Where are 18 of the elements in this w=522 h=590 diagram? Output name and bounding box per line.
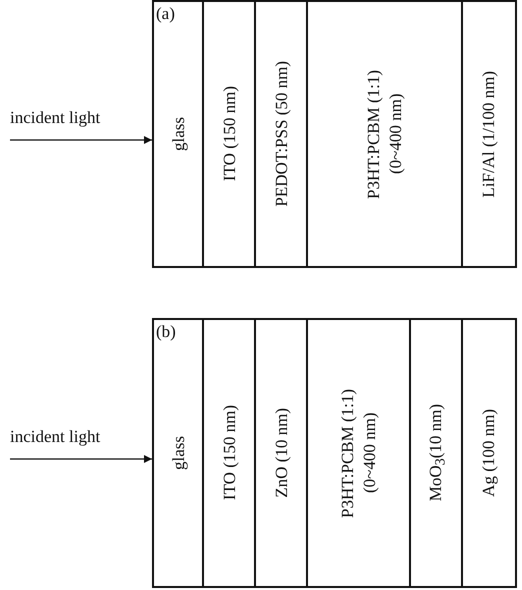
layer-label: ITO (150 nm) bbox=[218, 405, 240, 501]
layer-box bbox=[461, 318, 517, 588]
layer-label: glass bbox=[168, 117, 189, 151]
layer-label: ZnO (10 nm) bbox=[270, 408, 292, 498]
edge-label: incident light bbox=[10, 427, 100, 447]
panel-label: (b) bbox=[156, 322, 176, 342]
layer-box bbox=[461, 0, 517, 268]
layer-label: PEDOT:PSS (50 nm) bbox=[270, 61, 292, 207]
arrow bbox=[10, 455, 152, 463]
layer-label: LiF/Al (1/100 nm) bbox=[478, 70, 499, 198]
layer-label: P3HT:PCBM (1:1) (0~400 nm) bbox=[337, 387, 380, 520]
layer-label: Ag (100 nm) bbox=[478, 409, 499, 497]
layer-label: ITO (150 nm) bbox=[218, 86, 240, 182]
layer-label: P3HT:PCBM (1:1) (0~400 nm) bbox=[363, 68, 406, 201]
edge-label: incident light bbox=[10, 108, 100, 128]
arrow bbox=[10, 136, 152, 144]
panel-label: (a) bbox=[156, 4, 175, 24]
layer-label: glass bbox=[168, 436, 189, 470]
